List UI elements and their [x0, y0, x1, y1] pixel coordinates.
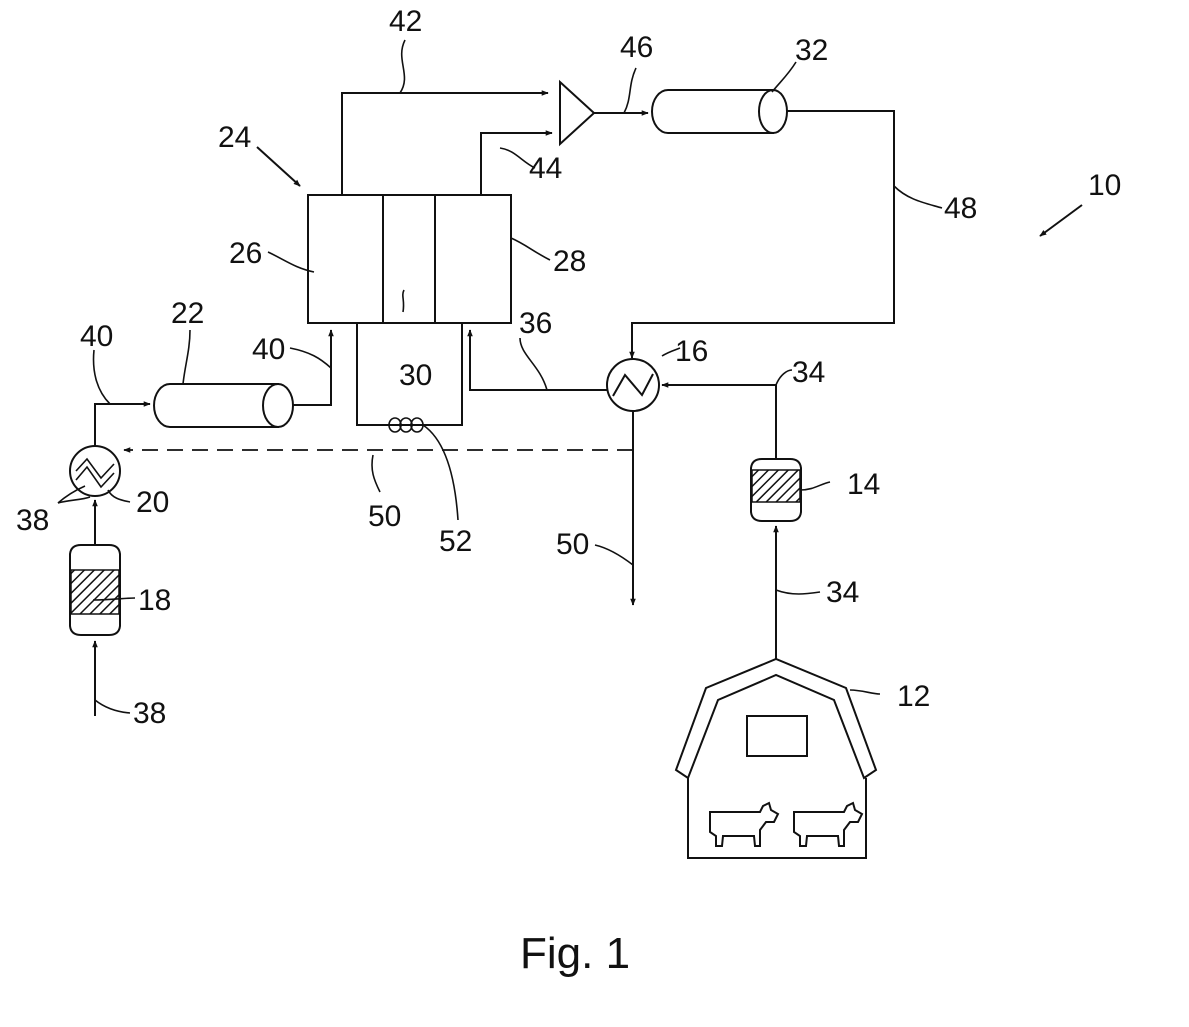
barn-window: [747, 716, 807, 756]
tank-22: [154, 384, 293, 427]
label-40-right: 40: [252, 333, 285, 366]
label-40-left: 40: [80, 320, 113, 353]
label-34-upper: 34: [792, 356, 825, 389]
label-32: 32: [795, 34, 828, 67]
label-50-dashed: 50: [368, 500, 401, 533]
label-12: 12: [897, 680, 930, 713]
label-10: 10: [1088, 169, 1121, 202]
line-48: [632, 111, 894, 358]
label-44: 44: [529, 152, 562, 185]
label-22: 22: [171, 297, 204, 330]
compartment-box: [308, 195, 511, 323]
label-38-upper: 38: [16, 504, 49, 537]
label-16: 16: [675, 335, 708, 368]
line-40-right: [293, 330, 331, 405]
label-28: 28: [553, 245, 586, 278]
label-52: 52: [439, 525, 472, 558]
label-26: 26: [229, 237, 262, 270]
vessel-14: [751, 459, 801, 521]
label-30: 30: [399, 359, 432, 392]
cow-icon: [794, 803, 862, 846]
label-36: 36: [519, 307, 552, 340]
tank-32: [652, 90, 787, 133]
label-46: 46: [620, 31, 653, 64]
pointer-24: [257, 147, 300, 186]
line-42: [342, 93, 548, 195]
line-34-upper: [662, 385, 776, 459]
mixer-junction: [560, 82, 594, 144]
figure-caption: Fig. 1: [520, 929, 630, 978]
line-40-left: [95, 404, 150, 446]
label-38-lower: 38: [133, 697, 166, 730]
label-34-lower: 34: [826, 576, 859, 609]
label-48: 48: [944, 192, 977, 225]
label-42: 42: [389, 5, 422, 38]
label-24: 24: [218, 121, 251, 154]
label-14: 14: [847, 468, 880, 501]
vessel-18: [70, 545, 120, 635]
label-20: 20: [136, 486, 169, 519]
heat-exchanger-16: [607, 359, 659, 411]
label-18: 18: [138, 584, 171, 617]
barn-12: [676, 659, 876, 858]
pointer-10: [1040, 205, 1082, 236]
cow-icon: [710, 803, 778, 846]
heat-exchanger-20: [70, 446, 120, 496]
label-50-solid: 50: [556, 528, 589, 561]
